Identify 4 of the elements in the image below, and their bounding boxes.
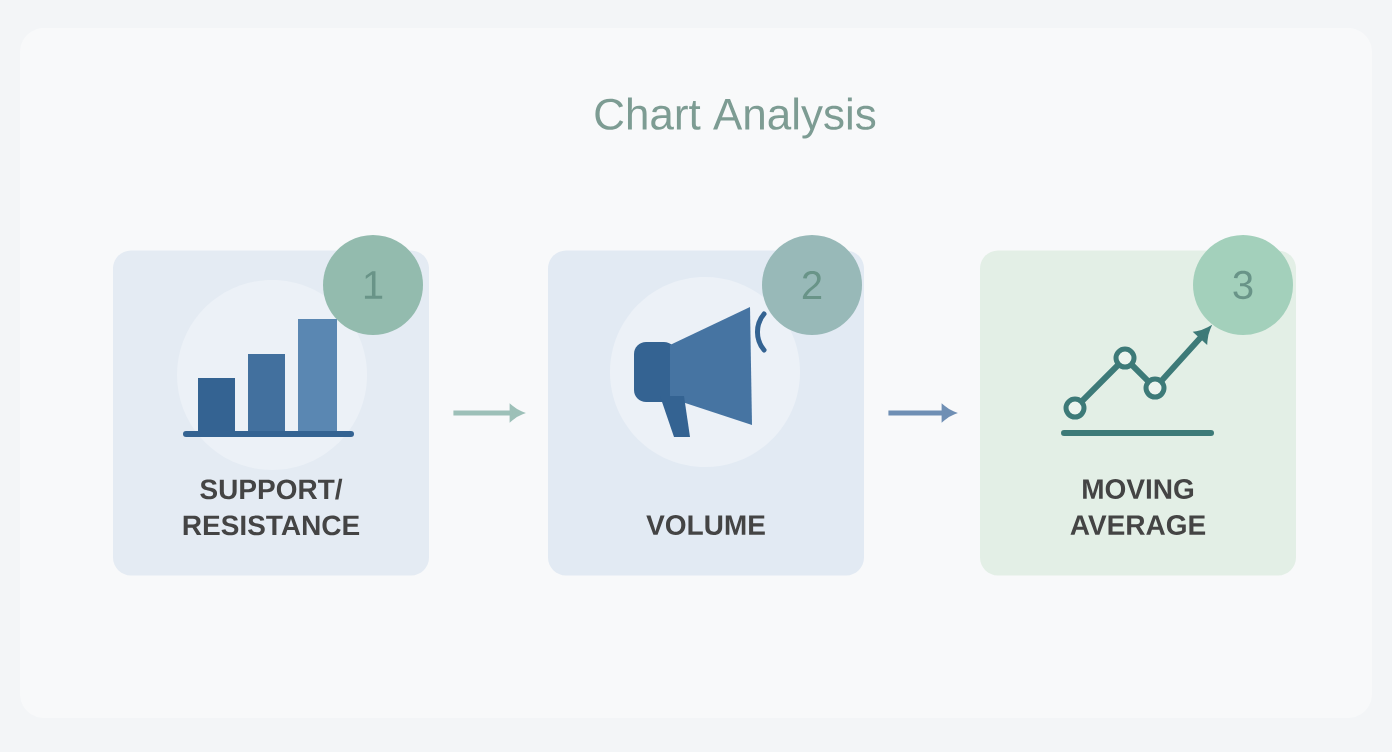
arrow <box>453 405 524 421</box>
title: Chart Analysis <box>595 97 876 139</box>
number-badge: 3 <box>1193 235 1293 335</box>
arrow <box>888 405 956 421</box>
